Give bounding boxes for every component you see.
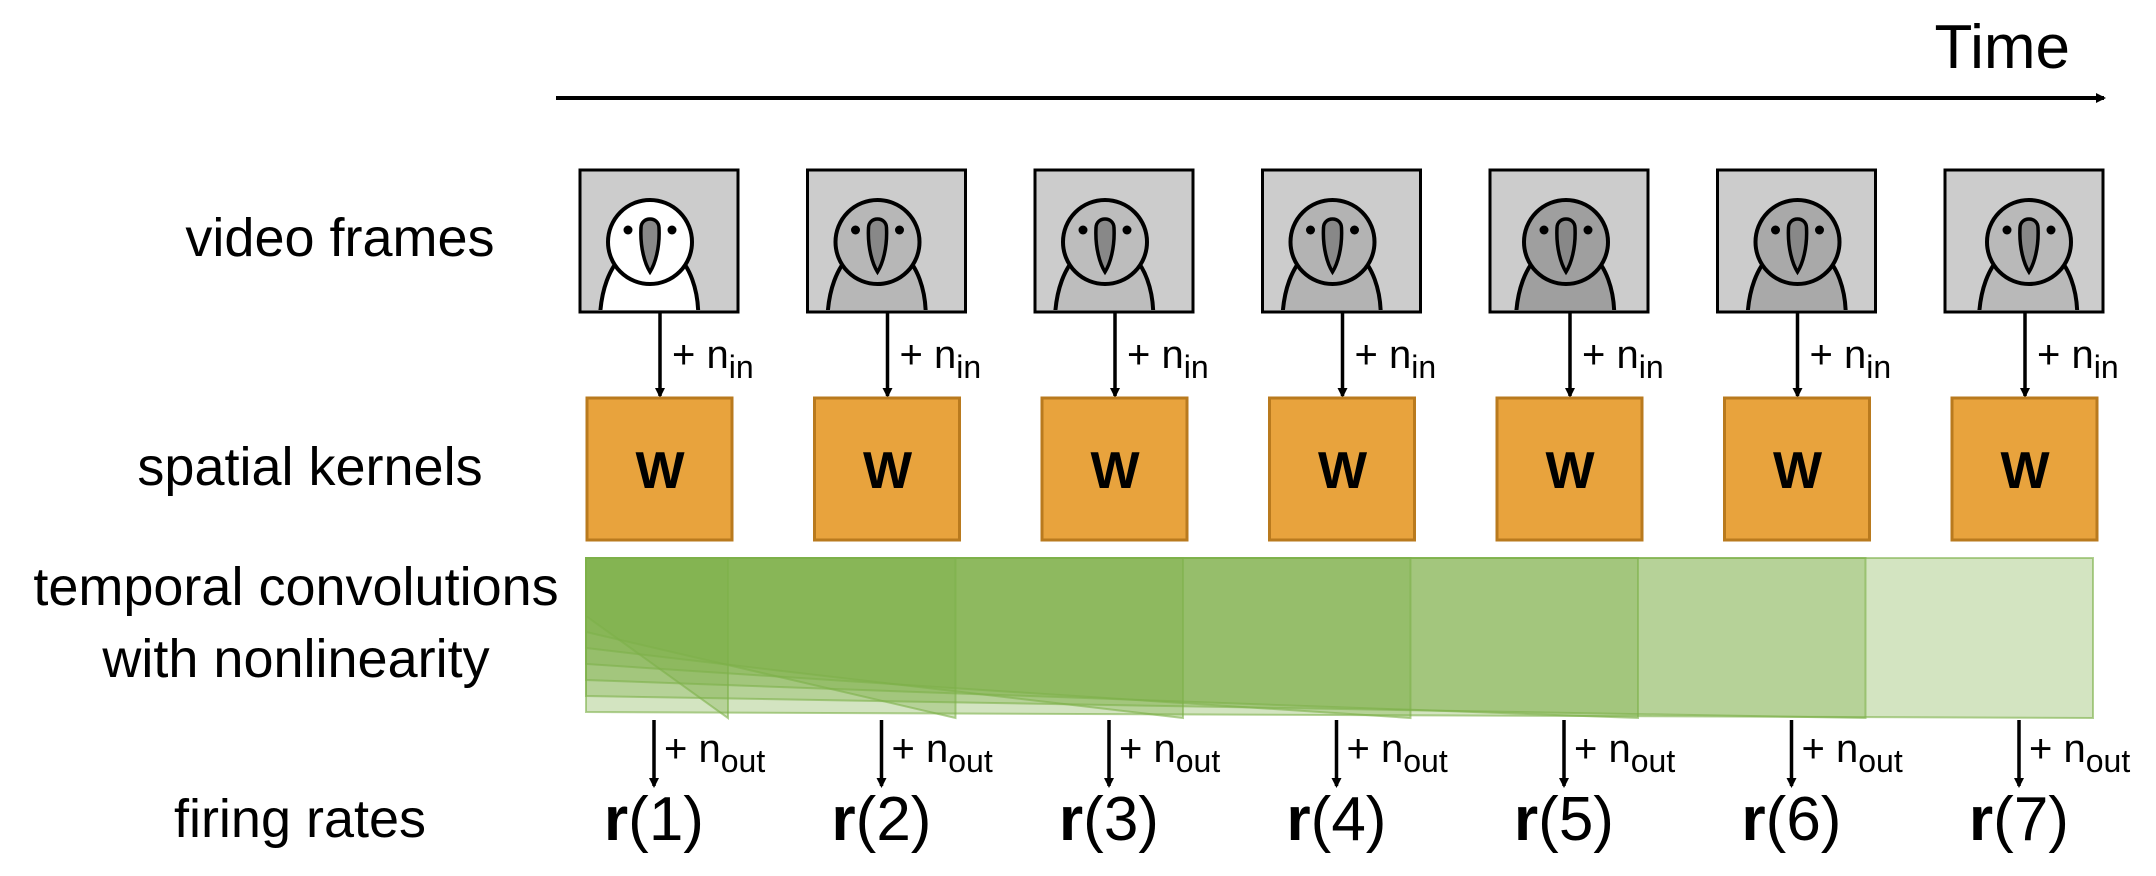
video-frame [1716,168,1877,314]
video-frame [1033,168,1195,314]
kernel-label: W [635,442,685,500]
kernel-label: W [1090,442,1140,500]
kernel-label: W [863,442,913,500]
spatial-kernel-box [813,396,961,542]
output-noise-label: + nout [1574,727,1675,779]
output-noise-label: + nout [1802,727,1903,779]
spatial-kernel-box [1950,396,2099,542]
firing-rate-label: r(3) [1059,785,1159,854]
input-noise-label: + nin [1127,333,1209,385]
temporal-convolution-layer [585,557,2094,720]
firing-rate-label: r(1) [604,785,704,854]
video-frame [1943,168,2105,314]
input-noise-label: + nin [900,333,982,385]
input-noise-label: + nin [1355,333,1437,385]
spatial-kernel-box [1040,396,1189,542]
input-noise-label: + nin [1582,333,1664,385]
output-noise-label: + nout [1119,727,1220,779]
row-label-spatial-kernels: spatial kernels [137,437,482,497]
input-noise-label: + nin [672,333,754,385]
video-frame [1488,168,1650,314]
spatial-kernel-box [1723,396,1871,542]
output-noise-label: + nout [664,727,765,779]
video-frame [578,168,740,314]
firing-rate-label: r(7) [1969,785,2069,854]
input-noise-label: + nin [2037,333,2119,385]
firing-rate-label: r(6) [1742,785,1842,854]
kernel-label: W [1318,442,1368,500]
video-frame [806,168,967,314]
kernel-label: W [2000,442,2050,500]
spatial-kernel-box [1495,396,1644,542]
firing-rate-label: r(2) [832,785,932,854]
row-label-firing-rates: firing rates [174,789,426,849]
row-label-temporal-line1: temporal convolutions [33,557,558,617]
kernel-label: W [1545,442,1595,500]
row-label-video-frames: video frames [185,208,494,268]
output-noise-label: + nout [2029,727,2130,779]
firing-rate-label: r(4) [1287,785,1387,854]
time-label: Time [1935,13,2070,82]
spatial-kernel-box [1268,396,1416,542]
spatial-kernel-box [585,396,734,542]
kernel-label: W [1773,442,1823,500]
output-noise-label: + nout [892,727,993,779]
input-noise-label: + nin [1810,333,1892,385]
row-label-temporal-line2: with nonlinearity [101,629,489,689]
output-noise-label: + nout [1347,727,1448,779]
video-frame [1261,168,1422,314]
firing-rate-label: r(5) [1514,785,1614,854]
temporal-kernel-band [585,557,729,720]
